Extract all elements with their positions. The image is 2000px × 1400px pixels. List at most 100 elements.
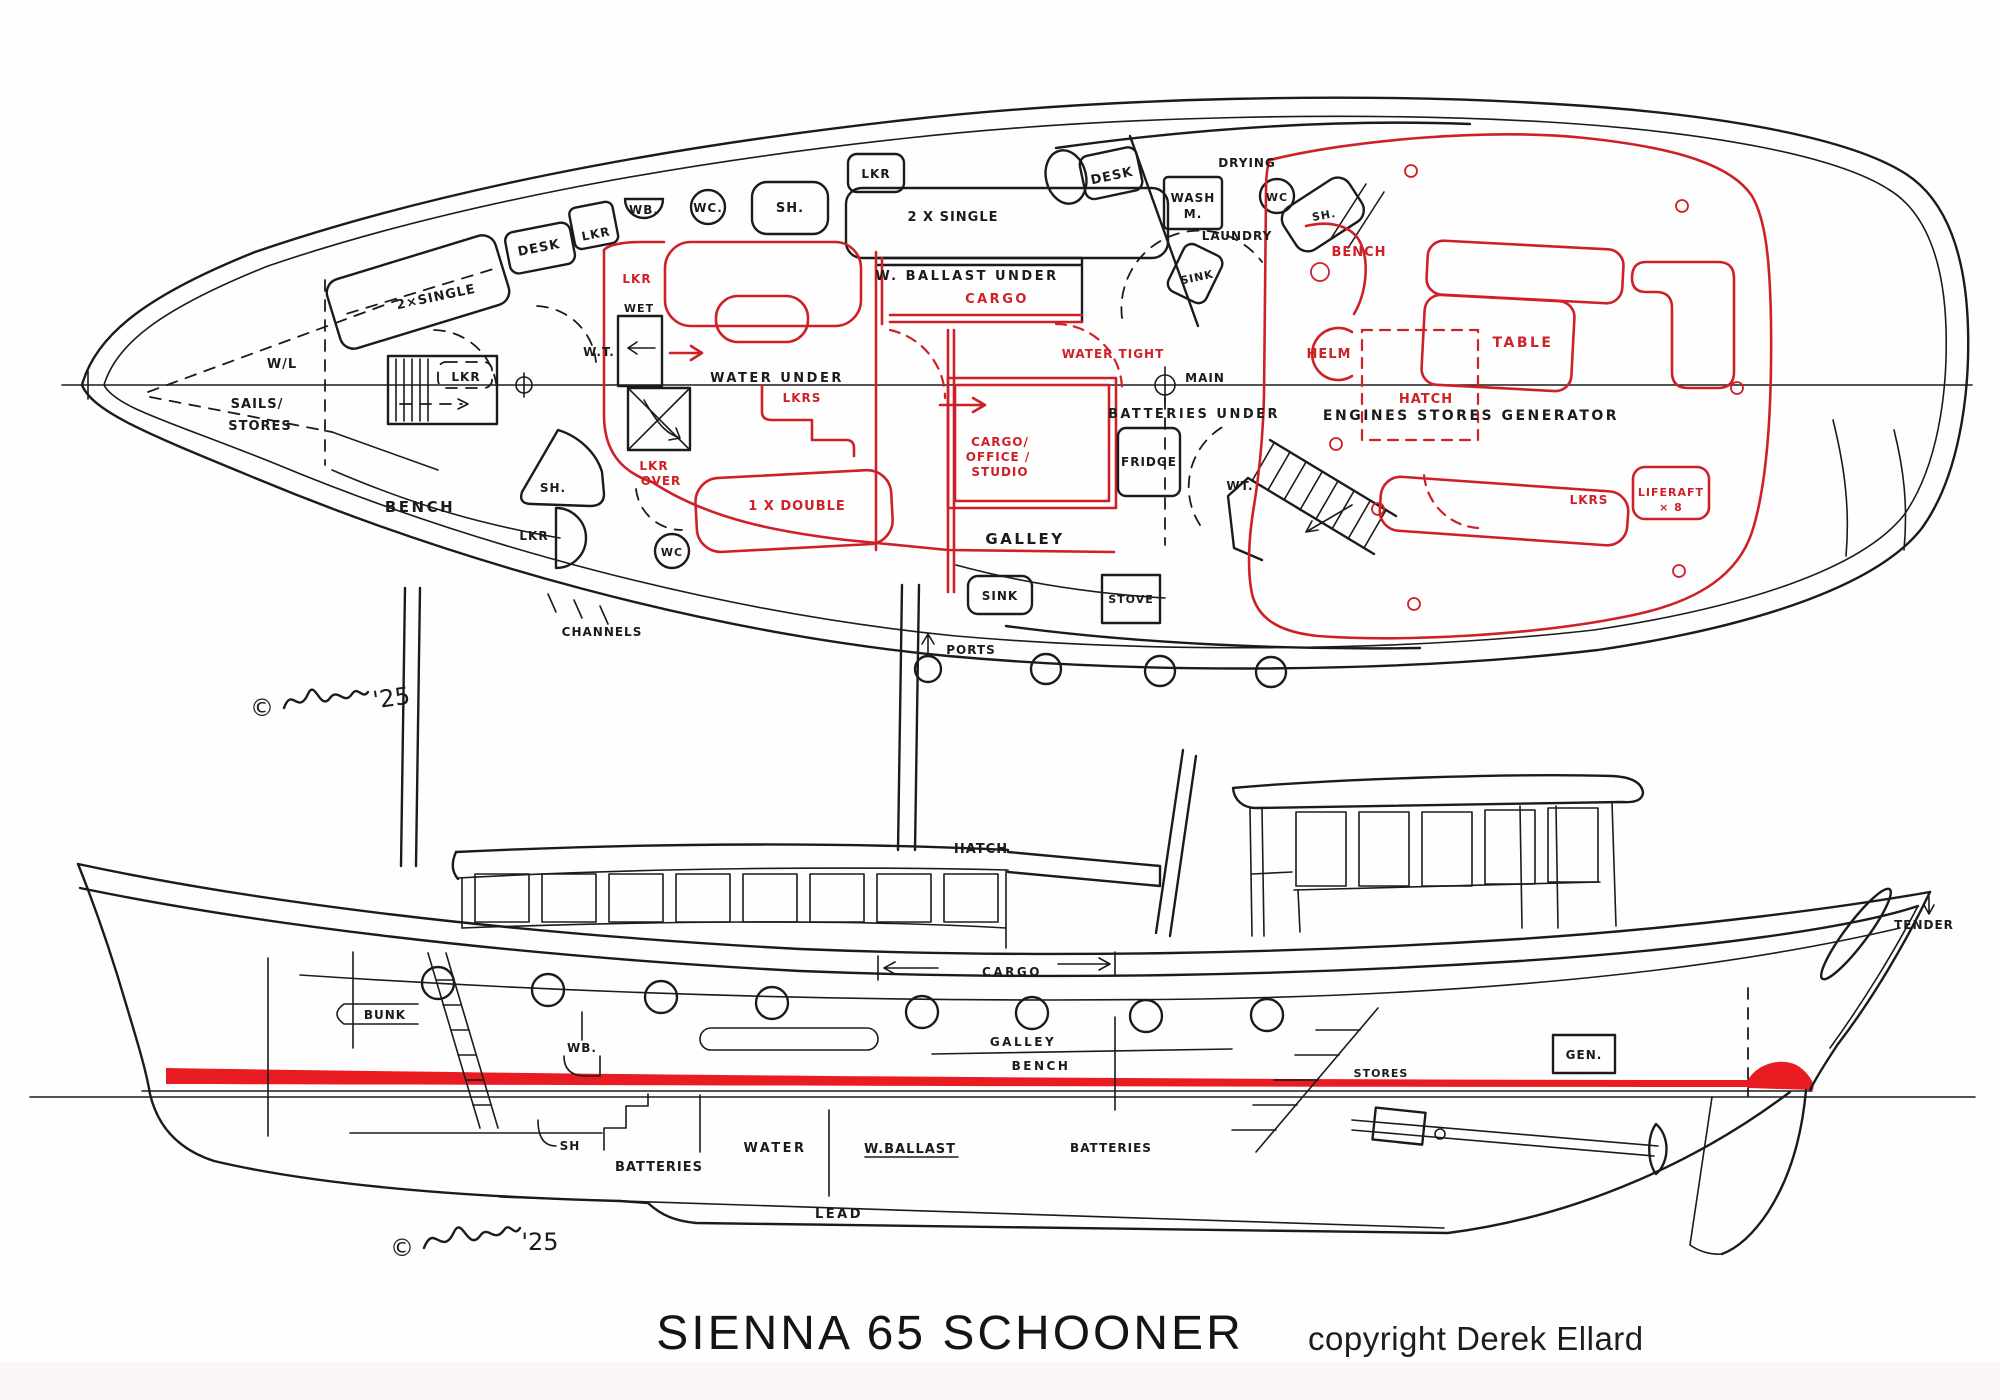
svg-text:SINK: SINK [1179,268,1215,288]
svg-text:WC: WC [1266,191,1288,204]
bunk-tab [336,1003,419,1025]
label-tender: TENDER [1894,918,1954,932]
label-ports: PORTS [946,643,996,657]
compass-icon [1310,262,1330,282]
label-channels: CHANNELS [562,625,643,639]
svg-text:'25: '25 [521,1228,558,1256]
arrow-left-icon [627,341,656,355]
helm-wheel-icon [1310,326,1354,382]
plan-waterline-dash [147,299,399,393]
label-cargo-office-studio: CARGO/ [971,435,1029,449]
label-hatch-profile: HATCH [954,842,1008,857]
washbasin-fwd [623,197,665,220]
shower-aft [1280,176,1365,253]
fwd-bunk [325,234,511,350]
svg-text:LKR: LKR [861,167,890,181]
svg-text:LKR: LKR [639,459,668,473]
arrow-down-icon [1923,896,1935,915]
engine-box [1371,1106,1427,1146]
svg-text:SH.: SH. [540,481,566,495]
fridge-box [1116,426,1182,498]
label-watertight: WATER TIGHT [1062,347,1165,361]
svg-text:FRIDGE: FRIDGE [1121,455,1177,469]
label-single-fwd: 2×SINGLE [395,282,477,313]
label-bench-aft: BENCH [1331,245,1386,260]
svg-text:LKRS: LKRS [783,391,822,405]
aft-stairway [1187,424,1398,562]
trunk-cabin [451,843,1162,949]
svg-text:× 8: × 8 [1659,501,1683,514]
label-double: 1 X DOUBLE [748,499,846,514]
svg-text:WB.: WB. [629,203,659,217]
desk-stool [1044,149,1088,205]
foremast [399,586,422,868]
wet-locker [616,314,664,388]
propeller-icon [1648,1122,1668,1176]
plan-bulwark-inner [103,115,1948,649]
label-engines: ENGINES STORES GENERATOR [1323,408,1619,424]
drawing-title: SIENNA 65 SCHOONER [656,1307,1243,1360]
cross-box [626,386,692,452]
fwd-locker-ladder [386,354,499,426]
label-cargo-profile: CARGO [982,965,1042,979]
label-batteries-aft: BATTERIES [1070,1141,1152,1155]
lkr-port-halfround [554,506,588,570]
laundry-wall [1128,134,1200,328]
svg-text:CARGO: CARGO [965,292,1029,307]
red-aft-saloon [1247,133,1773,640]
wc-mid-circle [653,532,691,570]
shower-port [519,428,606,508]
aft-deckhouse [1231,774,1645,937]
deck-plan-view: W/L SAILS/ STORES 2×SINGLE DESK LKR WB. … [61,96,1973,722]
svg-text:SH: SH [560,1139,581,1153]
label-lead: LEAD [815,1207,863,1222]
engine-hatch [1360,328,1480,442]
mid-bunk [844,186,1170,260]
aft-mast [1154,748,1198,938]
generator-box [1551,1033,1617,1075]
transom [1808,890,1932,1092]
signature-plan: © '25 [250,682,412,722]
svg-text:STORES: STORES [228,419,292,434]
rudder [1720,1088,1808,1256]
tender-boat [1819,887,1893,981]
label-sails: SAILS/ [231,397,284,412]
svg-text:LKR: LKR [451,370,480,384]
svg-text:DESK: DESK [1089,165,1134,189]
laundry-sink-box [1166,242,1224,305]
washing-machine-box [1162,175,1224,231]
svg-text:STUDIO: STUDIO [971,465,1028,479]
svg-text:WB.: WB. [567,1041,597,1055]
label-desk-fwd: DESK [517,237,562,260]
keel [618,1090,1792,1235]
svg-text:LKR: LKR [519,529,548,543]
liferaft-box [1631,465,1711,521]
wc-aft-circle [1258,177,1296,215]
svg-text:LKR: LKR [580,224,611,243]
svg-text:©: © [390,1234,414,1262]
svg-text:GEN.: GEN. [1566,1048,1603,1062]
svg-text:SH.: SH. [776,201,804,216]
mainmast [896,583,921,852]
label-bunk: BUNK [364,1008,406,1022]
wc-fwd-circle [689,188,727,226]
svg-text:LKRS: LKRS [1570,493,1609,507]
profile-view: HATCH CARGO BUNK WB. GALLEY BENCH STORES… [29,583,1976,1262]
svg-text:WC: WC [661,546,683,559]
svg-text:OVER: OVER [641,474,682,488]
bow-stem [76,862,622,1203]
svg-text:WET: WET [624,302,654,315]
svg-text:'25: '25 [371,682,412,715]
label-batteries-under: BATTERIES UNDER [1108,407,1280,422]
lkr-top-box [846,152,906,194]
svg-text:SH.: SH. [1311,207,1337,224]
cargo-hold [668,250,1124,594]
arrow-up-icon [921,633,935,657]
svg-text:©: © [250,694,274,722]
sheer-line [76,862,1932,956]
desk-aft-box [1078,146,1144,201]
helm-console [1304,222,1367,316]
svg-text:WASH: WASH [1171,191,1216,205]
